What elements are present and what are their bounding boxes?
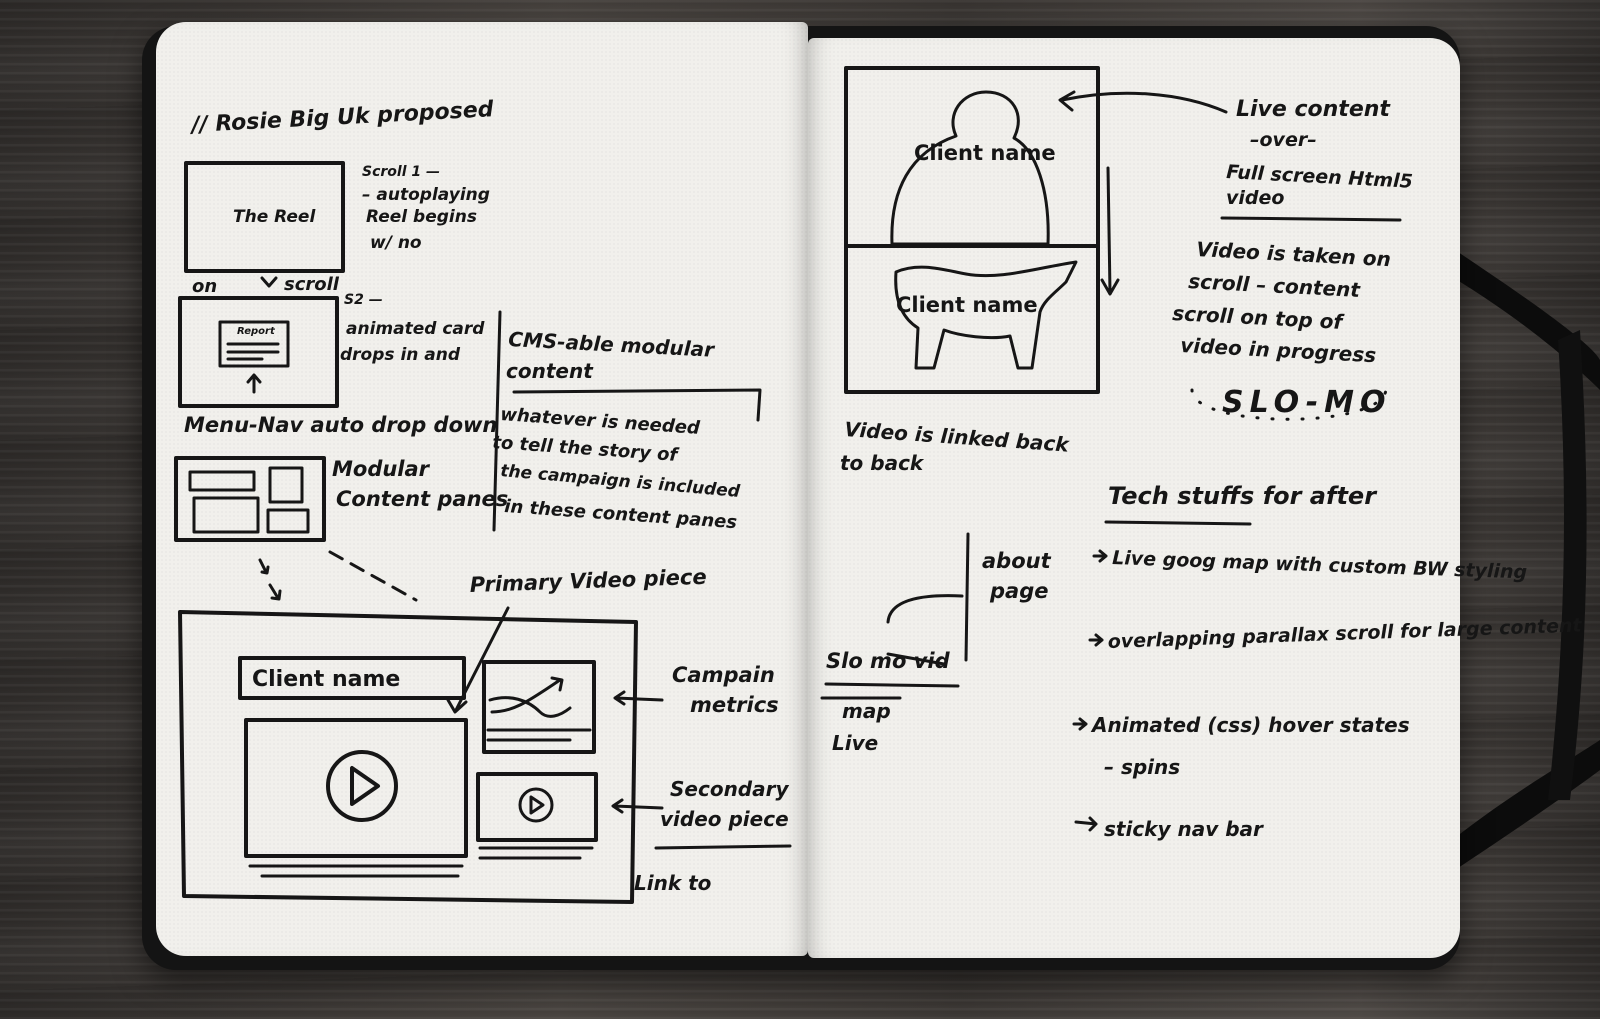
hero-frame	[844, 66, 1100, 394]
cms-title-1: CMS-able modular	[508, 327, 716, 362]
secondary-video-box	[476, 772, 598, 842]
scene1-note-2: Reel begins	[366, 207, 477, 227]
scene1-note-3: w/ no	[370, 233, 422, 253]
tech-item-3: Animated (css) hover states	[1090, 713, 1410, 737]
cms-body-4: in these content panes	[504, 496, 738, 533]
person-silhouette	[890, 90, 1050, 246]
metrics-label-1: Campain	[672, 663, 775, 687]
scene2-frame	[178, 296, 339, 408]
slo-mo-label: SLO-MO	[1222, 385, 1392, 420]
modular-label-1: Modular	[332, 457, 431, 481]
modular-label-2: Content panes	[336, 487, 508, 511]
report-label: Report	[237, 326, 276, 337]
scene1-note-1: – autoplaying	[362, 185, 490, 205]
tech-item-2: overlapping parallax scroll for large co…	[1107, 614, 1582, 653]
dog-silhouette	[894, 260, 1078, 370]
left-page	[156, 22, 808, 956]
reel-label: The Reel	[233, 207, 316, 227]
elastic-strap	[1440, 240, 1600, 880]
cms-title-2: content	[506, 359, 594, 383]
bullet-arrow-icon	[1072, 717, 1088, 731]
scene1-step: Scroll 1 —	[362, 164, 440, 180]
slo-note-3: Live	[832, 731, 878, 755]
tech-item-4: – spins	[1104, 755, 1180, 779]
hero-client-bottom: Client name	[896, 293, 1038, 317]
scene2-step: S2 —	[344, 292, 383, 308]
arrow-up-icon	[246, 373, 262, 394]
client-name-box	[238, 656, 466, 700]
bullet-arrow-icon	[1092, 549, 1108, 563]
modular-panes-frame	[174, 456, 326, 542]
cms-body-2: to tell the story of	[492, 432, 680, 466]
secondary-label-1: Secondary	[670, 777, 789, 801]
metrics-box	[482, 660, 596, 754]
live-content-4: video	[1226, 187, 1284, 209]
right-page	[808, 38, 1460, 958]
live-content-1: Live content	[1236, 97, 1391, 122]
chart-icon	[488, 676, 572, 718]
scene2-note-2: drops in and	[340, 345, 461, 365]
wireframe-frame	[178, 610, 638, 904]
live-content-2: –over–	[1250, 129, 1317, 151]
play-icon	[326, 750, 398, 822]
client-name: Client name	[252, 667, 400, 692]
report-card	[218, 320, 290, 368]
about-label-1: about	[982, 549, 1052, 573]
chevron-down-icon	[260, 276, 278, 288]
scene2-note-1: animated card	[346, 319, 485, 339]
scroll-label: scroll	[284, 274, 340, 295]
video-note-1: Video is taken on	[1196, 237, 1392, 271]
primary-video-label: Primary Video piece	[469, 565, 707, 597]
link-to-label: Link to	[634, 871, 712, 895]
slo-mo-dots	[1190, 388, 1388, 421]
reel-frame	[184, 161, 345, 273]
video-note-4: video in progress	[1180, 333, 1377, 367]
tech-item-5: sticky nav bar	[1104, 817, 1264, 841]
play-icon-small	[518, 787, 554, 823]
video-note-3: scroll on top of	[1172, 301, 1345, 334]
on-label: on	[192, 276, 217, 297]
page-header: // Rosie Big Uk proposed	[188, 97, 494, 138]
hero-client-top: Client name	[914, 141, 1056, 165]
slo-note-2: map	[842, 699, 891, 723]
cms-body-3: the campaign is included	[500, 461, 742, 502]
metrics-label-2: metrics	[690, 693, 779, 717]
secondary-label-2: video piece	[660, 807, 789, 831]
linked-note-2: to back	[840, 451, 925, 475]
bullet-arrow-icon	[1088, 633, 1104, 647]
bullet-arrow-icon	[1074, 816, 1098, 832]
primary-video-box	[244, 718, 468, 858]
tech-title: Tech stuffs for after	[1108, 482, 1378, 510]
menu-nav-label: Menu-Nav auto drop down	[184, 413, 497, 437]
video-note-2: scroll – content	[1188, 269, 1362, 302]
tech-item-1: Live goog map with custom BW styling	[1112, 547, 1528, 583]
about-label-2: page	[989, 579, 1048, 603]
